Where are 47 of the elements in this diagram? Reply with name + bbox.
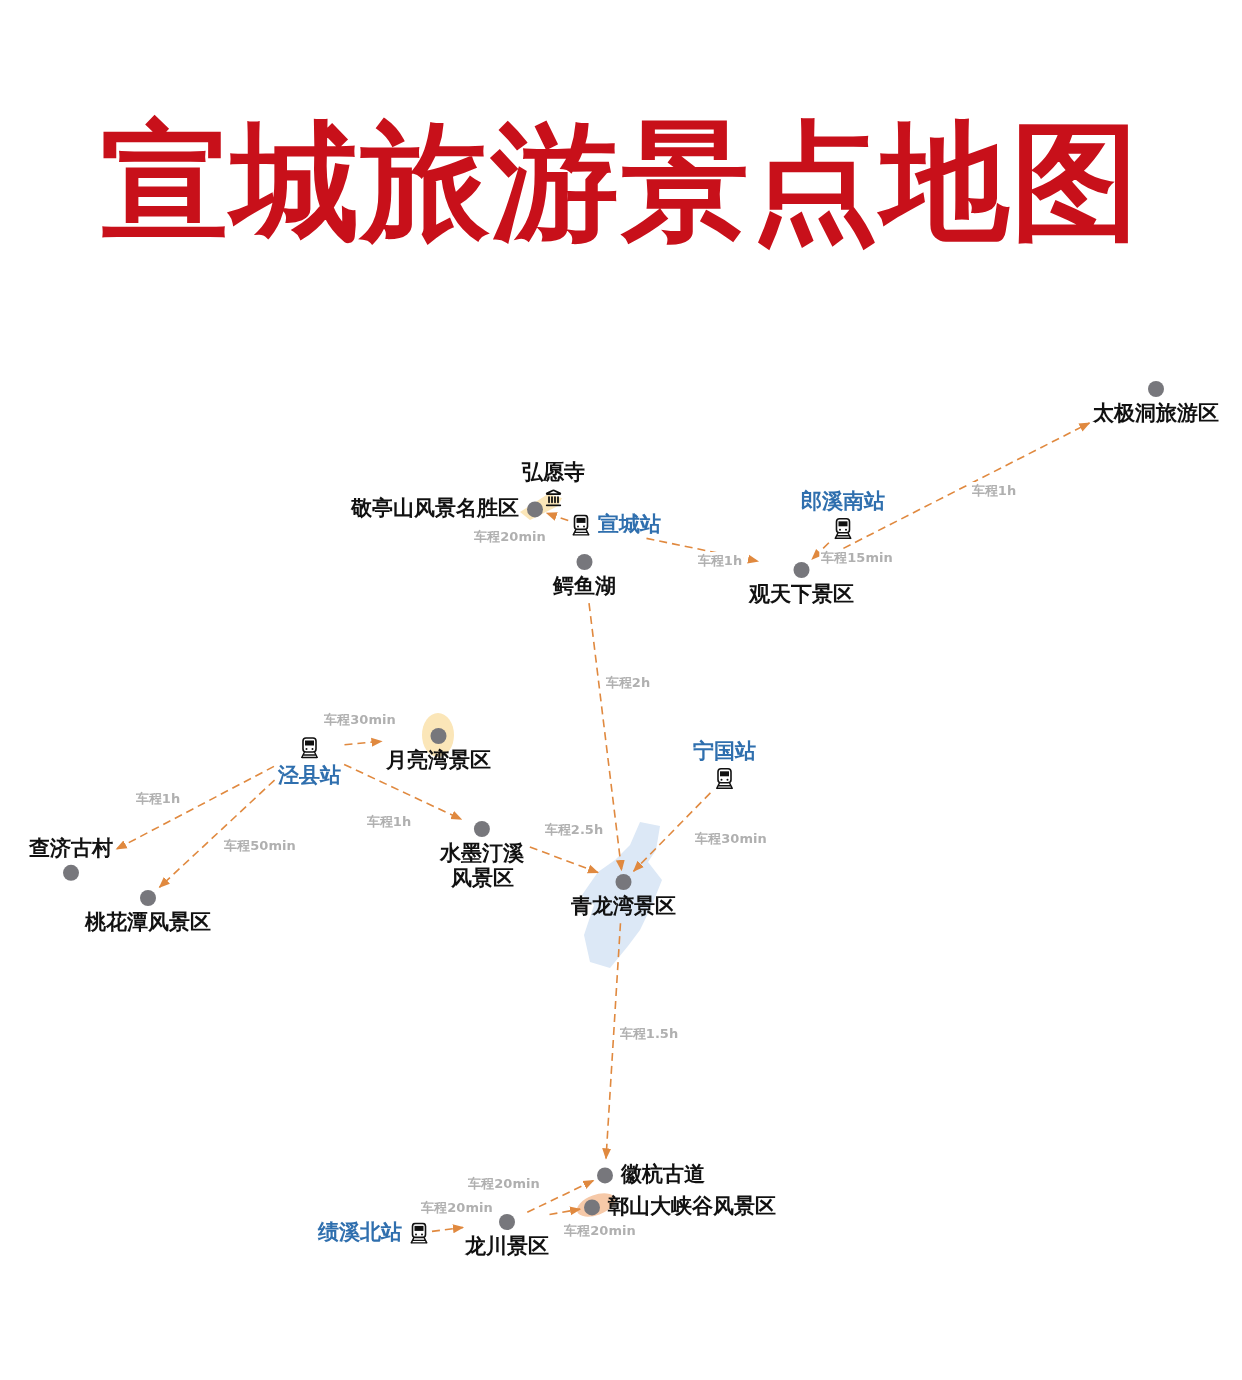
dashed-arrow [545,512,569,522]
dashed-arrow [632,792,712,872]
place-name: 敬亭山风景名胜区 [351,496,519,522]
dashed-arrow [602,922,622,1160]
dashed-arrow [115,765,275,850]
dashed-arrow [526,1179,595,1214]
edge-label: 车程15min [819,549,895,567]
dashed-arrow [529,846,599,874]
place-name: 水墨汀溪风景区 [438,841,525,892]
edge-label: 车程20min [466,1175,542,1193]
station-name: 宣城站 [598,512,661,538]
station-name: 泾县站 [277,763,341,789]
place-name: 月亮湾景区 [385,748,491,774]
edge-label: 车程20min [472,528,548,546]
edge-label: 车程1h [364,813,414,831]
station-name: 郎溪南站 [801,488,885,514]
place-name: 太极洞旅游区 [1093,401,1219,427]
place-name: 观天下景区 [748,582,854,608]
station-name: 宁国站 [692,738,756,764]
station-name: 绩溪北站 [318,1220,402,1246]
edge-label: 车程1.5h [617,1025,681,1043]
place-name: 鳄鱼湖 [552,574,616,600]
edge-label: 车程50min [222,837,298,855]
dashed-arrow [588,602,625,872]
edge-label: 车程20min [419,1199,495,1217]
edge-label: 车程1h [133,790,183,808]
dashed-arrow [811,542,830,560]
place-name: 查济古村 [29,835,113,861]
edge-label: 车程30min [693,830,769,848]
dashed-arrow [548,1206,582,1216]
place-name: 鄣山大峡谷风景区 [608,1194,776,1220]
edge-label: 车程2.5h [542,821,606,839]
map-title: 宣城旅游景点地图 [101,112,1141,253]
place-name: 徽杭古道 [621,1162,705,1188]
dashed-arrow [343,737,383,747]
edge-label: 车程20min [562,1222,638,1240]
place-name: 龙川景区 [465,1234,549,1260]
dashed-arrow [158,779,276,889]
place-name: 桃花潭风景区 [85,910,211,936]
place-name: 弘愿寺 [521,459,585,485]
edge-label: 车程1h [969,482,1019,500]
dashed-arrow [343,763,463,821]
place-name: 青龙湾景区 [570,894,676,920]
dashed-arrow [431,1224,465,1234]
edge-label: 车程1h [695,552,745,570]
edge-label: 车程30min [322,711,398,729]
edge-label: 车程2h [603,674,653,692]
